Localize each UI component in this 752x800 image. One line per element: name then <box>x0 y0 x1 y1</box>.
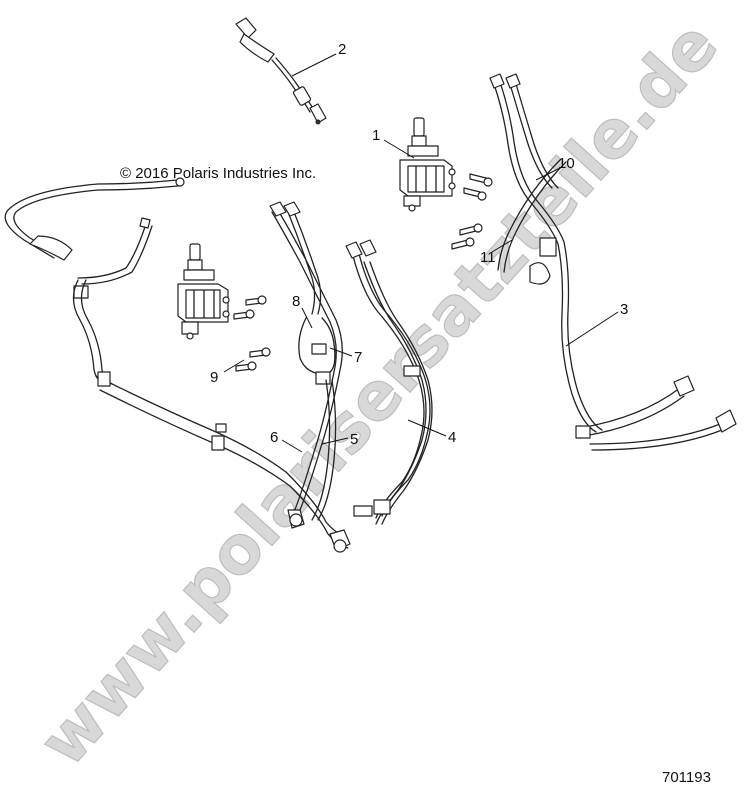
relay-item-1 <box>399 117 456 212</box>
copyright-notice: © 2016 Polaris Industries Inc. <box>120 165 316 182</box>
cable-item-4 <box>345 239 433 525</box>
callout-4: 4 <box>448 429 456 446</box>
callout-8: 8 <box>292 293 300 310</box>
drawing-number: 701193 <box>662 769 711 786</box>
callout-1: 1 <box>372 127 380 144</box>
screws-item-9 <box>233 295 271 372</box>
cable-item-6 <box>269 201 343 529</box>
leader-lines <box>223 53 619 453</box>
callout-9: 9 <box>210 369 218 386</box>
cable-item-5 <box>311 379 337 521</box>
callout-5: 5 <box>350 431 358 448</box>
callout-7: 7 <box>354 349 362 366</box>
callout-3: 3 <box>620 301 628 318</box>
callout-10: 10 <box>558 155 575 172</box>
callout-2: 2 <box>338 41 346 58</box>
screws-item-11 <box>451 173 493 250</box>
wire-harness-item-2 <box>235 17 327 125</box>
battery-cable-left <box>4 177 351 553</box>
relay-item-left <box>177 243 230 340</box>
cable-item-3 <box>489 73 737 451</box>
callout-6: 6 <box>270 429 278 446</box>
callout-11: 11 <box>480 249 496 266</box>
